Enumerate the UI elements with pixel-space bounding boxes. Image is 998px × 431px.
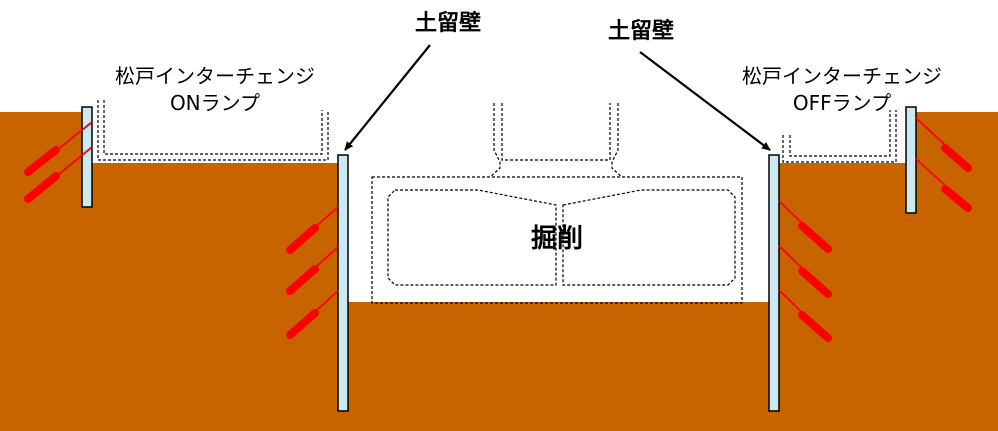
box-structure	[371, 103, 743, 304]
left-outer-wall	[81, 106, 93, 208]
right-wall-arrow	[639, 51, 771, 151]
on-ramp-label-line2: ONランプ	[170, 91, 260, 115]
soil-ground	[0, 112, 998, 431]
left-retaining-wall	[337, 154, 349, 412]
off-ramp-structure	[782, 110, 897, 163]
left-outer-anchors	[24, 121, 93, 203]
wall-label-left: 土留壁	[415, 10, 481, 36]
left-wall-anchors	[286, 206, 339, 339]
right-outer-wall	[905, 106, 917, 214]
right-wall-anchors	[778, 200, 832, 342]
on-ramp-structure	[97, 100, 329, 161]
right-outer-anchors	[915, 117, 972, 212]
excavation-label: 掘削	[531, 224, 583, 254]
off-ramp-label-line2: OFFランプ	[793, 91, 891, 115]
left-wall-arrow	[344, 44, 431, 151]
off-ramp-label-line1: 松戸インターチェンジ	[742, 64, 942, 88]
wall-label-right: 土留壁	[608, 18, 674, 44]
on-ramp-label-line1: 松戸インターチェンジ	[115, 64, 315, 88]
right-retaining-wall	[768, 154, 780, 412]
